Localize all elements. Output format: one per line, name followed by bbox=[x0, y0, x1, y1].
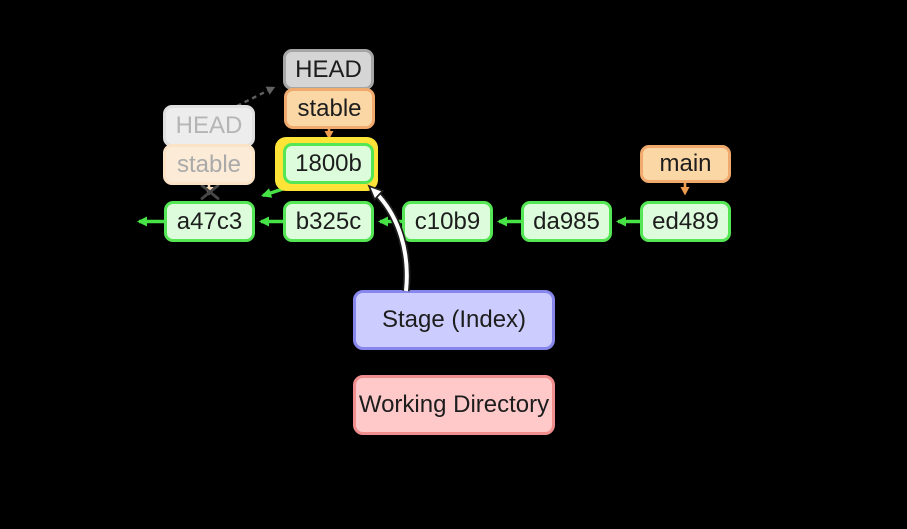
stage-index-box: Stage (Index) bbox=[353, 290, 555, 350]
commit-a47c3: a47c3 bbox=[164, 201, 255, 242]
working-directory-box: Working Directory bbox=[353, 375, 555, 435]
commit-label: b325c bbox=[295, 207, 362, 235]
head-box: HEAD bbox=[283, 49, 374, 90]
dashed-head-move-arrow bbox=[236, 86, 276, 108]
main-branch-box: main bbox=[640, 145, 731, 183]
commit-label: c10b9 bbox=[414, 207, 481, 235]
stable-branch-box: stable bbox=[284, 88, 375, 129]
stable-branch-label: stable bbox=[297, 94, 362, 122]
working-directory-label: Working Directory bbox=[358, 391, 550, 418]
ghost-head-box: HEAD bbox=[163, 105, 255, 147]
branch-pointer-arrows bbox=[324, 128, 690, 196]
commit-label: 1800b bbox=[295, 149, 362, 177]
cross-out-x-icon bbox=[200, 184, 220, 200]
commit-da985: da985 bbox=[521, 201, 612, 242]
head-label: HEAD bbox=[295, 55, 362, 83]
commit-b325c: b325c bbox=[283, 201, 374, 242]
ghost-head-label: HEAD bbox=[175, 112, 243, 139]
commit-c10b9: c10b9 bbox=[402, 201, 493, 242]
commit-label: da985 bbox=[533, 207, 600, 235]
commit-ed489: ed489 bbox=[640, 201, 731, 242]
ghost-stable-box: stable bbox=[163, 144, 255, 185]
ghost-stable-label: stable bbox=[176, 150, 242, 178]
commit-1800b: 1800b bbox=[283, 143, 374, 184]
stage-index-label: Stage (Index) bbox=[381, 306, 527, 333]
commit-label: ed489 bbox=[652, 207, 719, 235]
commit-label: a47c3 bbox=[176, 207, 243, 235]
main-branch-label: main bbox=[659, 150, 712, 177]
